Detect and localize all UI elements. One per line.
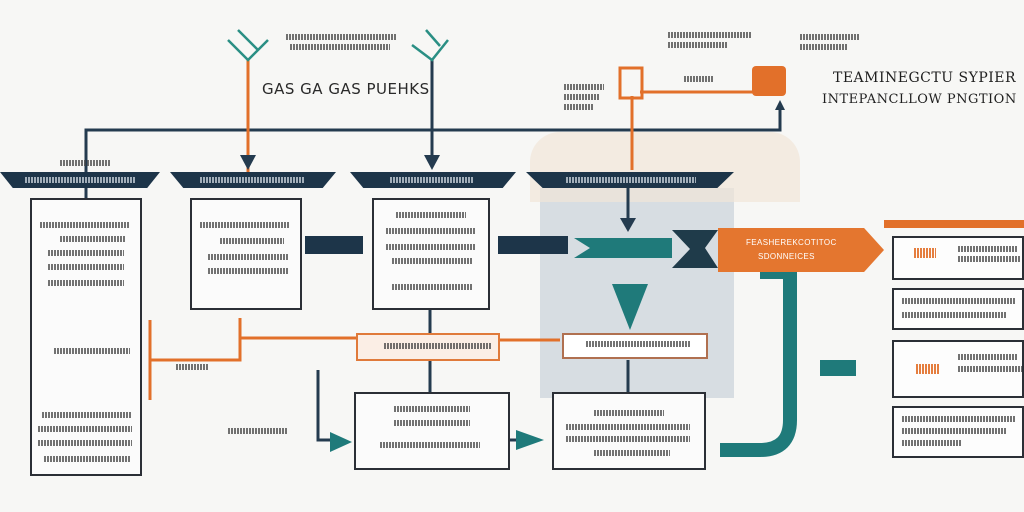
card1-line-6 <box>54 348 130 354</box>
header-scribble-4 <box>566 177 696 183</box>
side-label-3 <box>564 104 594 110</box>
valve-icon-1 <box>227 29 269 62</box>
card2-line-3 <box>208 254 288 260</box>
card2-line-4 <box>208 268 288 274</box>
arrow-down-1 <box>240 155 256 170</box>
top-label-5 <box>800 34 860 40</box>
header-scribble-2 <box>200 177 304 183</box>
card5-line-2 <box>566 424 690 430</box>
card3-line-5 <box>392 284 472 290</box>
side-label-1 <box>564 84 604 90</box>
bar2-line <box>586 341 690 347</box>
rc4-line-3 <box>902 440 962 446</box>
arrow-right-teal-2 <box>516 430 544 450</box>
arrow-down-3 <box>620 218 636 232</box>
right-cap-bar <box>884 220 1024 228</box>
header-scribble-3 <box>390 177 474 183</box>
teal-pointer <box>574 238 672 258</box>
card1-line-10 <box>44 456 130 462</box>
right-title-line-2: INTEPANCLLOW PNGTION <box>822 92 1017 107</box>
tag-small <box>820 360 856 376</box>
card1-line-8 <box>38 426 132 432</box>
side-label-2 <box>564 94 600 100</box>
rc1-line-2 <box>958 256 1020 262</box>
card2-line-1 <box>200 222 290 228</box>
orange-pipe-mid <box>240 336 560 342</box>
right-title-line-1: TEAMINEGCTU SYPIER <box>833 70 1017 86</box>
pipe-label <box>176 364 208 370</box>
orange-pipe-left <box>148 318 242 400</box>
card2-line-2 <box>220 238 284 244</box>
card4-line-2 <box>394 420 470 426</box>
banner-line-1: FEASHEREKCOTITOC <box>746 238 837 247</box>
card5-line-1 <box>594 410 664 416</box>
card3-line-3 <box>386 244 476 250</box>
card4-line-3 <box>380 442 480 448</box>
top-label-4 <box>668 42 728 48</box>
arrow-up-1 <box>775 100 785 110</box>
rc4-line-2 <box>902 428 1006 434</box>
orange-valve-icon <box>618 66 644 100</box>
top-label-2 <box>290 44 390 50</box>
card1-line-5 <box>48 280 124 286</box>
right-card-2 <box>892 288 1024 330</box>
card5-line-3 <box>566 436 690 442</box>
chevron-icon <box>672 230 718 268</box>
process-card-4 <box>354 392 510 470</box>
card3-line-4 <box>392 258 472 264</box>
card1-line-1 <box>40 222 130 228</box>
arrow-right-teal-1 <box>330 432 352 452</box>
rc4-line <box>902 416 1016 422</box>
top-label-3 <box>668 32 752 38</box>
valve-icon-2 <box>411 29 449 62</box>
teal-return-pipe <box>720 265 797 457</box>
rc1-mark <box>914 248 936 258</box>
tag-left <box>305 236 363 254</box>
beige-panel <box>530 132 800 202</box>
process-card-5 <box>552 392 706 470</box>
card4-line-1 <box>394 406 470 412</box>
arrow-down-teal <box>612 284 648 330</box>
tag-mid <box>498 236 568 254</box>
rc3-line <box>958 354 1018 360</box>
side-label-4 <box>684 76 714 82</box>
card1-line-4 <box>48 264 124 270</box>
rc1-line <box>958 246 1018 252</box>
card1-line-2 <box>60 236 126 242</box>
tiny-label <box>60 160 110 166</box>
card3-line-1 <box>396 212 466 218</box>
bar1-line <box>384 343 492 349</box>
return-line-1 <box>316 370 340 442</box>
card1-line-7 <box>42 412 132 418</box>
rc2-line <box>902 298 1016 304</box>
output-banner: FEASHEREKCOTITOC SDONNEICES <box>718 228 884 272</box>
card1-line-3 <box>48 250 124 256</box>
header-scribble-1 <box>25 177 135 183</box>
diagram-title: GAS GA GAS PUEHKS <box>262 80 430 98</box>
mid-label <box>228 428 288 434</box>
card1-line-9 <box>38 440 132 446</box>
banner-line-2: SDONNEICES <box>758 252 815 261</box>
card5-line-4 <box>594 450 670 456</box>
orange-pump-icon <box>752 66 786 96</box>
rc3-mark <box>916 364 940 374</box>
arrow-down-2 <box>424 155 440 170</box>
rc2-line-2 <box>902 312 1006 318</box>
top-label-1 <box>286 34 396 40</box>
card3-line-2 <box>386 228 476 234</box>
rc3-line-2 <box>958 366 1022 372</box>
top-label-6 <box>800 44 848 50</box>
